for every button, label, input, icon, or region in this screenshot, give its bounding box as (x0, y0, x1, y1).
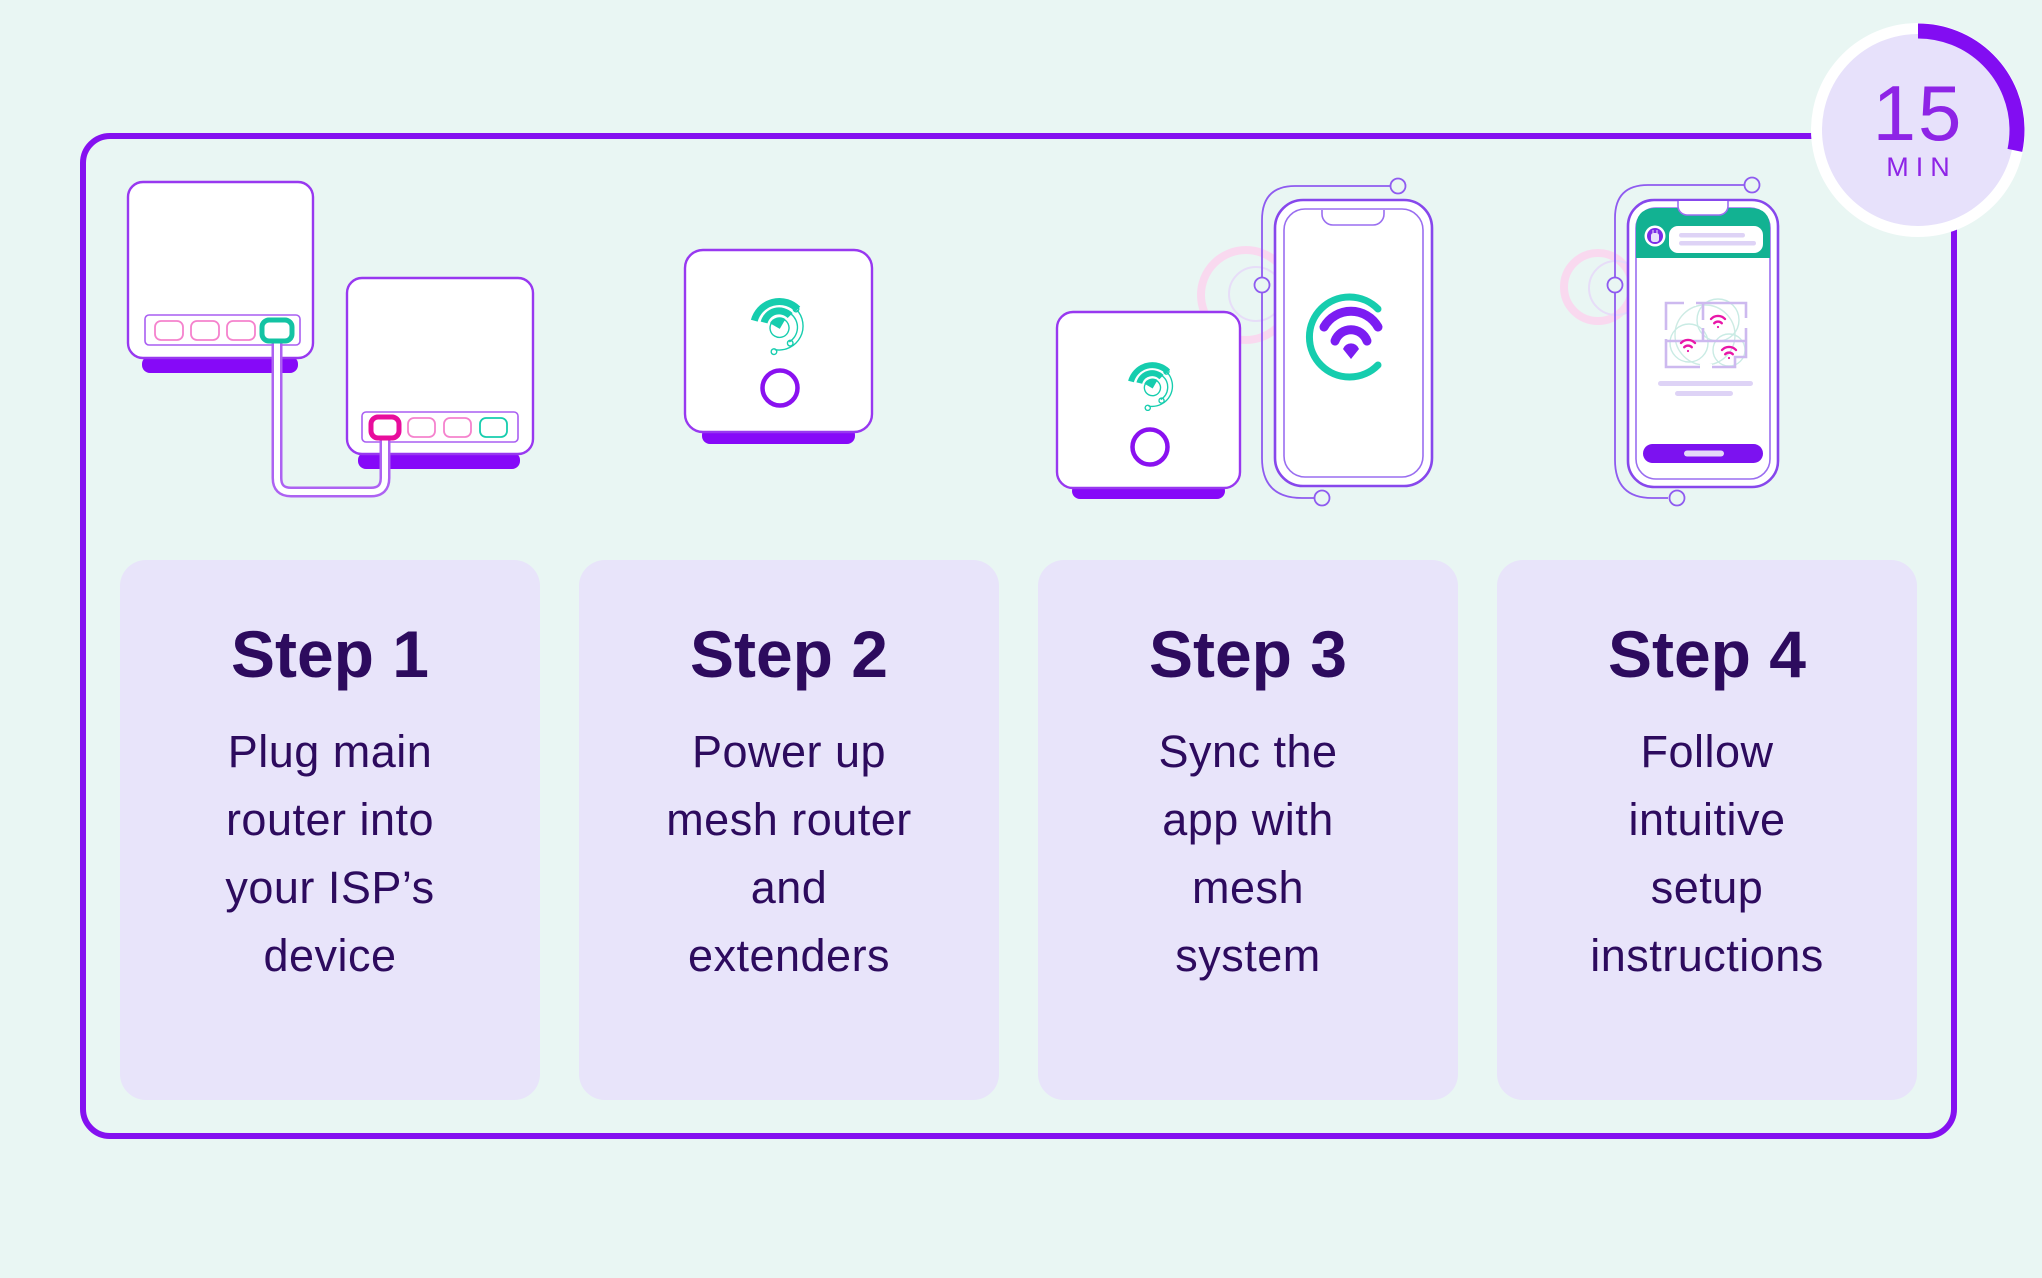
power-button (1130, 427, 1170, 467)
timer-unit: MIN (1886, 151, 1957, 182)
wifi-radar-icon (750, 297, 804, 356)
text-line-placeholder (1658, 381, 1753, 386)
circuit-node (1253, 276, 1271, 294)
wan-port-highlighted (259, 317, 295, 344)
teal-sync-ring (1305, 293, 1382, 381)
ethernet-port-teal (479, 417, 508, 438)
circuit-lines (1253, 177, 1407, 507)
timer-progress-arc (1811, 23, 2025, 237)
chat-bubble (1669, 226, 1763, 253)
illustration-step-2 (683, 248, 874, 444)
app-primary-button (1643, 444, 1763, 463)
mesh-router (1055, 310, 1242, 499)
badge-face (1822, 34, 2014, 226)
ethernet-cable (271, 340, 391, 498)
router-avatar-icon (1644, 225, 1666, 247)
illustration-step-4 (1560, 176, 1780, 507)
timer-value: 15 (1872, 68, 1964, 157)
illustration-step-3 (1055, 177, 1434, 507)
circuit-node (1313, 489, 1331, 507)
isp-device (126, 180, 315, 373)
timer-badge: 15 MIN (1811, 23, 2025, 237)
illustration-step-1 (126, 180, 535, 498)
phone-notch (1677, 201, 1729, 216)
wifi-radar-icon (1128, 362, 1174, 412)
circuit-node (1389, 177, 1407, 195)
power-button (760, 368, 800, 408)
step-title: Step 3 (1148, 617, 1348, 691)
internet-port-highlighted (368, 414, 402, 441)
step-title: Step 2 (689, 617, 889, 691)
port-strip (361, 411, 519, 443)
step-title: Step 4 (1607, 617, 1807, 691)
smartphone (1626, 198, 1780, 489)
ethernet-port (190, 320, 220, 341)
smartphone (1273, 198, 1434, 488)
main-router (345, 276, 535, 469)
text-line-placeholder (1675, 391, 1733, 396)
phone-notch (1321, 210, 1385, 226)
circuit-lines (1606, 176, 1761, 507)
ethernet-port (407, 417, 436, 438)
floor-plan (1663, 298, 1749, 370)
mesh-node-wifi-icons (1679, 314, 1738, 360)
step-title: Step 1 (230, 617, 430, 691)
circuit-node (1668, 489, 1686, 507)
ethernet-port (443, 417, 472, 438)
ethernet-port (226, 320, 256, 341)
ethernet-port (154, 320, 184, 341)
sync-wifi-logo (1305, 293, 1383, 381)
content-panel-border (80, 133, 1957, 1139)
circuit-node (1743, 176, 1761, 194)
circuit-node (1606, 276, 1624, 294)
